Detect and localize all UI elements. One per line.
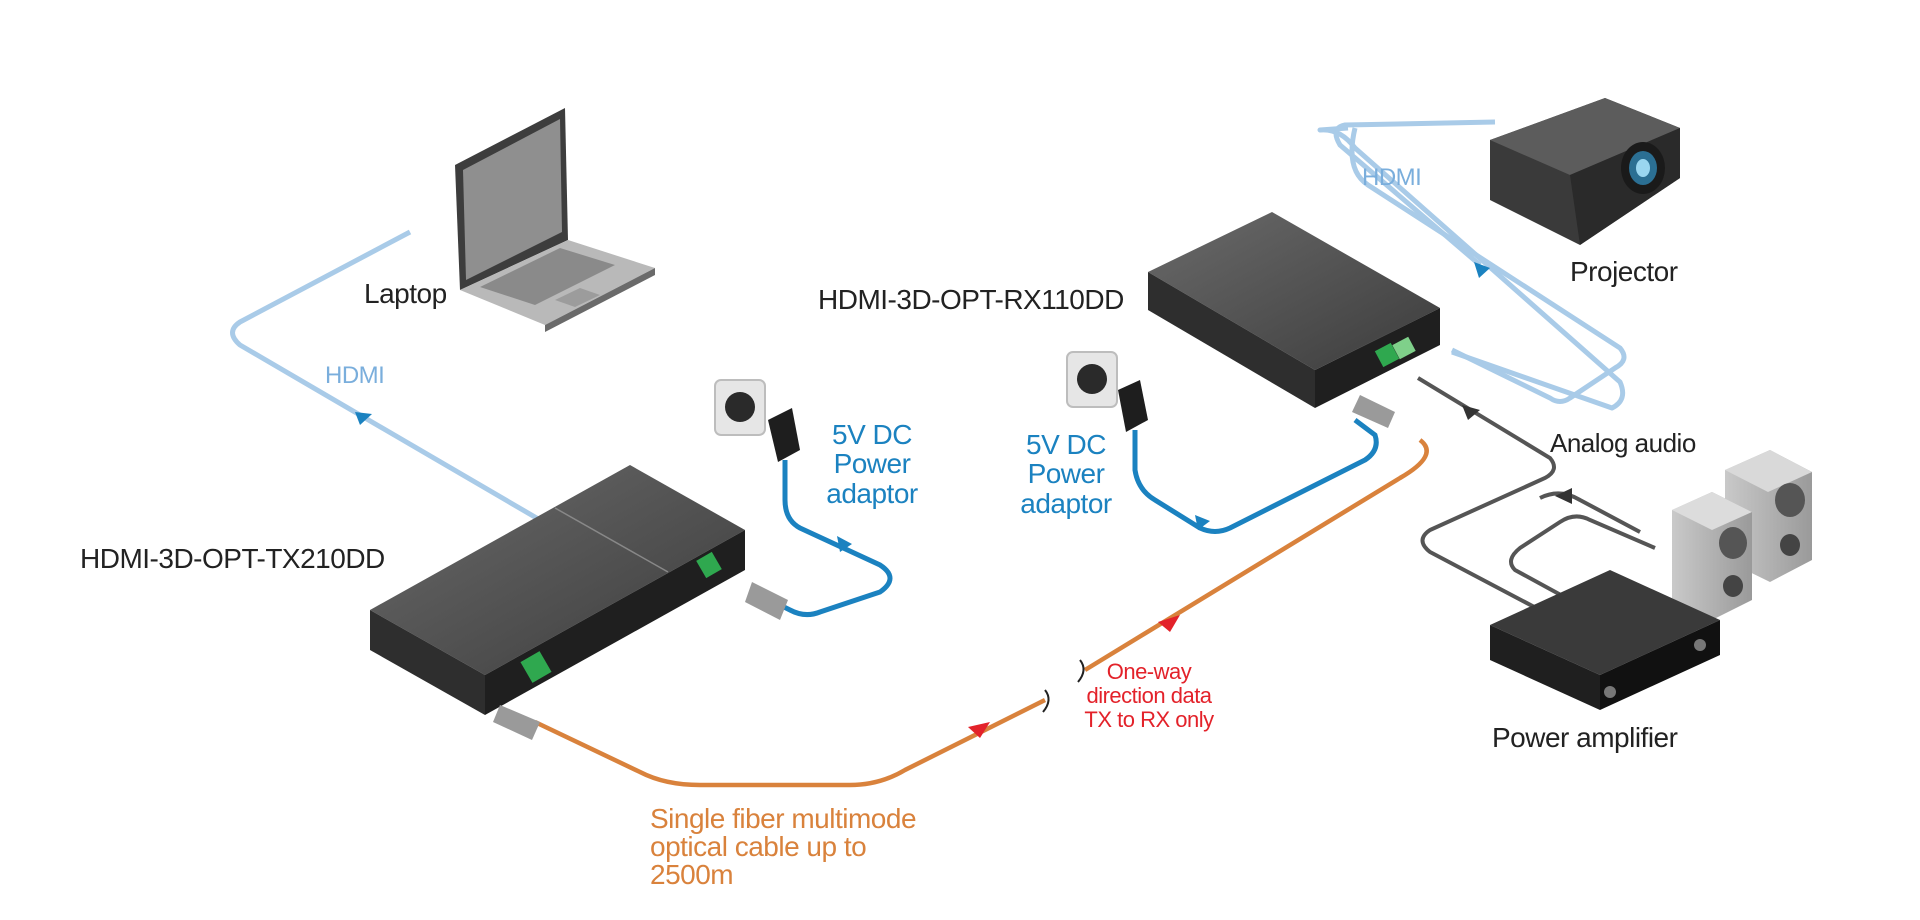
hdmi-label-right: HDMI	[1362, 164, 1422, 191]
wall-socket-icon-right	[1066, 351, 1118, 408]
one-way-direction-label: One-way direction data TX to RX only	[1084, 659, 1214, 733]
hdmi-label-left: HDMI	[325, 362, 385, 389]
laptop-label: Laptop	[364, 278, 447, 309]
audio-cable	[1416, 376, 1656, 612]
direction-arrow-fiber-1	[968, 722, 990, 738]
power-adaptor-label-left: 5V DC Power adaptor	[826, 419, 918, 509]
amplifier-icon	[1490, 570, 1720, 710]
power-cable-right	[1132, 418, 1379, 534]
fiber-cable	[493, 395, 1429, 788]
hdmi-cable-projector	[1317, 119, 1627, 411]
power-cable-left	[745, 460, 893, 620]
hdmi-cable-laptop	[230, 229, 542, 523]
laptop-icon	[455, 108, 655, 332]
fiber-connector-icon-rx	[1352, 395, 1395, 428]
hdmi-direction-arrow-right	[1474, 262, 1490, 278]
rx-device-label: HDMI-3D-OPT-RX110DD	[818, 284, 1124, 315]
power-adapter-icon-left	[768, 408, 800, 462]
analog-audio-label: Analog audio	[1550, 428, 1696, 458]
tx-device-icon	[370, 465, 745, 715]
fiber-cable-label: Single fiber multimode optical cable up …	[650, 803, 917, 890]
wall-socket-icon-left	[714, 379, 766, 436]
rx-device-icon	[1148, 212, 1440, 408]
power-adaptor-label-right: 5V DC Power adaptor	[1020, 429, 1112, 519]
projector-label: Projector	[1570, 256, 1678, 287]
power-adapter-icon-right	[1118, 380, 1148, 432]
tx-device-label: HDMI-3D-OPT-TX210DD	[80, 543, 385, 574]
projector-icon	[1490, 98, 1680, 245]
fiber-connector-icon-tx	[493, 705, 540, 740]
hdmi-direction-arrow-left	[355, 412, 372, 425]
direction-arrow-fiber-2	[1158, 615, 1180, 632]
power-amplifier-label: Power amplifier	[1492, 722, 1678, 753]
dc-plug-icon-left	[745, 582, 788, 620]
speaker-icon-front	[1672, 492, 1752, 620]
